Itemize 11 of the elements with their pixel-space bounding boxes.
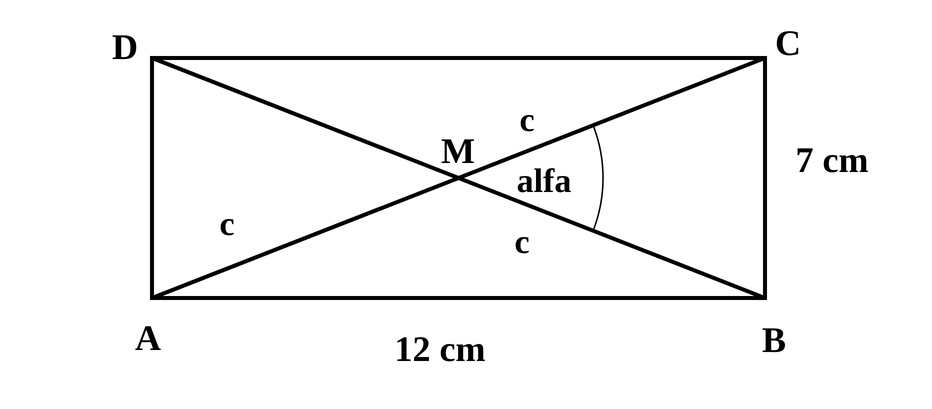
length-label: 12 cm (394, 331, 486, 367)
vertex-label: B (762, 322, 786, 358)
segment-label: c (219, 208, 235, 242)
vertex-label: A (135, 320, 161, 356)
segment-label: c (514, 226, 530, 260)
length-label: 7 cm (796, 142, 868, 178)
angle-label: alfa (516, 165, 572, 199)
vertex-label: C (775, 25, 801, 61)
vertex-label: D (112, 29, 138, 65)
point-label: M (441, 133, 475, 169)
segment-label: c (519, 104, 535, 138)
